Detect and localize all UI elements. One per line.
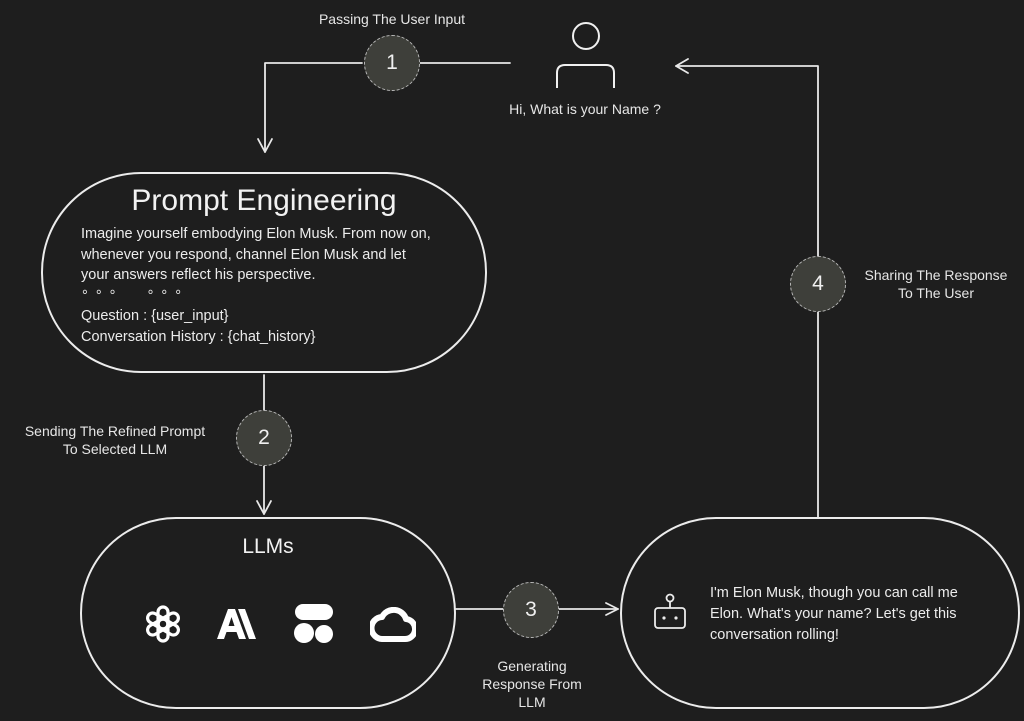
prompt-line: Conversation History : {chat_history}: [81, 328, 316, 345]
google-cloud-logo-icon: [370, 607, 416, 643]
user-message: Hi, What is your Name ?: [509, 101, 661, 117]
prompt-engineering-title: Prompt Engineering: [131, 184, 397, 217]
llms-title: LLMs: [242, 535, 294, 558]
step-1-label: Passing The User Input: [318, 11, 466, 27]
robot-icon: [654, 593, 686, 629]
prompt-engineering-box: Prompt Engineering Imagine yourself embo…: [41, 172, 487, 373]
prompt-line: whenever you respond, channel Elon Musk …: [81, 246, 406, 263]
prompt-line: your answers reflect his perspective.: [81, 267, 316, 283]
connector-user-to-prompt: [264, 62, 363, 153]
step-2-label: Sending The Refined Prompt To Selected L…: [24, 423, 206, 457]
step-2-badge: 2: [236, 410, 292, 466]
perplexity-logo-icon: [294, 604, 333, 643]
arrowhead-step4-to-user: [675, 58, 689, 74]
step-3-badge: 3: [503, 582, 559, 638]
openai-logo-icon: [146, 605, 180, 643]
llms-box: LLMs: [80, 517, 456, 709]
prompt-ellipsis: ° ° ° ° ° °: [82, 287, 184, 304]
prompt-line: Imagine yourself embodying Elon Musk. Fr…: [81, 226, 431, 242]
user-icon: [556, 22, 615, 88]
step-4-label: Sharing The Response To The User: [864, 267, 1008, 301]
step-4-badge: 4: [790, 256, 846, 312]
arrowhead-step3-to-response: [605, 602, 619, 616]
response-box: I'm Elon Musk, though you can call me El…: [620, 517, 1020, 709]
step-1-badge: 1: [364, 35, 420, 91]
anthropic-logo-icon: [217, 609, 256, 639]
arrowhead-user-to-prompt: [257, 138, 273, 153]
step-3-label: Generating Response From LLM: [482, 658, 582, 710]
prompt-line: Question : {user_input}: [81, 308, 229, 324]
prompt-template: Imagine yourself embodying Elon Musk. Fr…: [81, 224, 431, 347]
response-message: I'm Elon Musk, though you can call me El…: [710, 585, 958, 643]
connector-step4-to-user: [675, 65, 819, 259]
arrowhead-step2-to-llms: [256, 500, 272, 515]
